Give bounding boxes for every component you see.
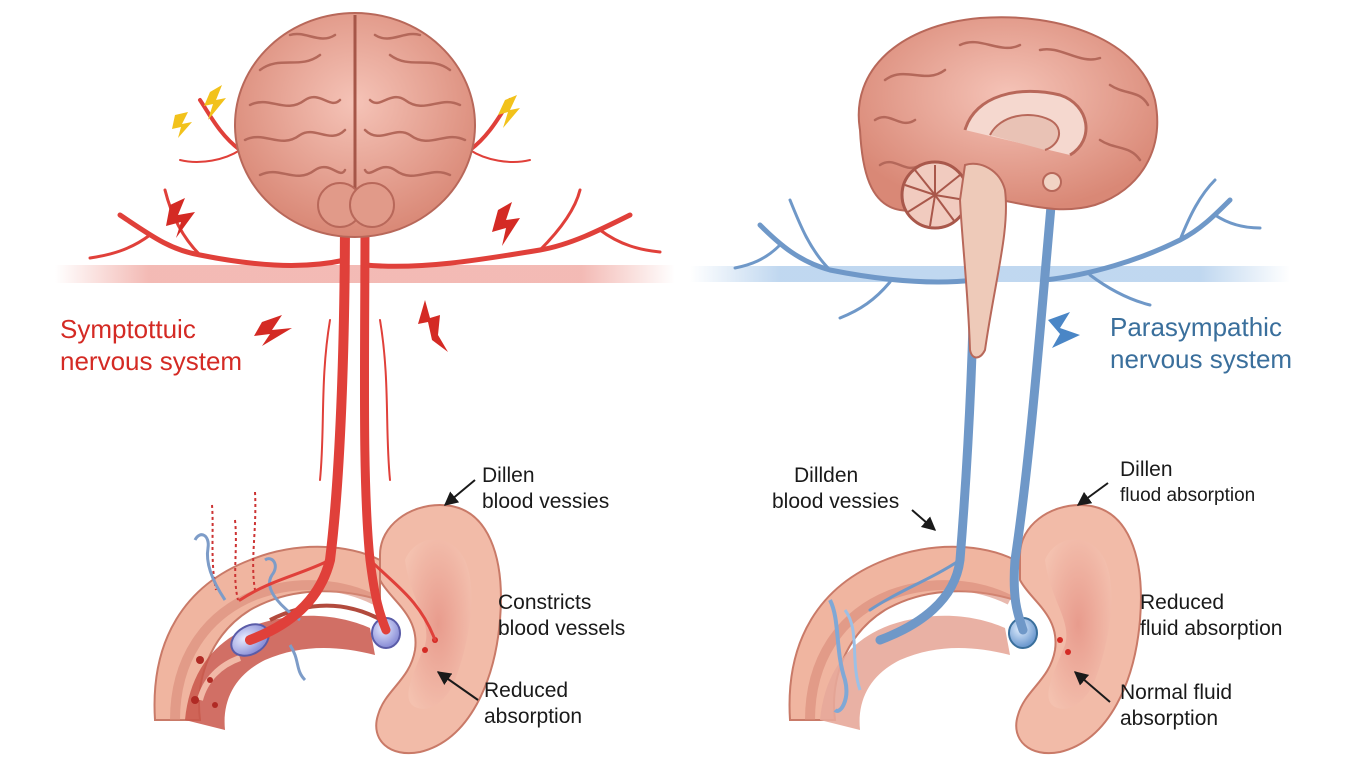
right-label-bottom-line1: Normal fluid xyxy=(1120,680,1232,706)
left-title: Symptottuic nervous system xyxy=(60,313,242,377)
right-label-bottom: Normal fluid absorption xyxy=(1120,680,1232,732)
right-label-left-line2: blood vessies xyxy=(772,489,899,515)
right-label-left: Dillden blood vessies xyxy=(772,463,899,515)
left-ear-anatomy xyxy=(155,492,501,753)
left-label-bottom-line2: absorption xyxy=(484,704,582,730)
right-label-left-line1: Dillden xyxy=(772,463,899,489)
left-label-top: Dillen blood vessies xyxy=(482,463,609,515)
left-brain xyxy=(235,13,475,237)
left-label-mid: Constricts blood vessels xyxy=(498,590,625,642)
right-brain xyxy=(859,17,1157,357)
right-label-mid-line1: Reduced xyxy=(1140,590,1282,616)
right-label-mid-line2: fluid absorption xyxy=(1140,616,1282,642)
left-title-line2: nervous system xyxy=(60,345,242,377)
right-title-line1: Parasympathic xyxy=(1110,311,1292,343)
right-label-top: Dillen fluod absorption xyxy=(1120,457,1255,509)
right-label-top-line1: Dillen xyxy=(1120,457,1255,483)
lightning-bolt-icon xyxy=(1048,312,1080,348)
right-label-mid: Reduced fluid absorption xyxy=(1140,590,1282,642)
right-label-top-line2: fluod absorption xyxy=(1120,483,1255,509)
left-label-mid-line1: Constricts xyxy=(498,590,625,616)
right-title: Parasympathic nervous system xyxy=(1110,311,1292,375)
right-label-bottom-line2: absorption xyxy=(1120,706,1232,732)
left-label-bottom: Reduced absorption xyxy=(484,678,582,730)
left-label-bottom-line1: Reduced xyxy=(484,678,582,704)
left-label-mid-line2: blood vessels xyxy=(498,616,625,642)
left-label-top-line2: blood vessies xyxy=(482,489,609,515)
right-title-line2: nervous system xyxy=(1110,343,1292,375)
left-title-line1: Symptottuic xyxy=(60,313,242,345)
left-label-top-line1: Dillen xyxy=(482,463,609,489)
